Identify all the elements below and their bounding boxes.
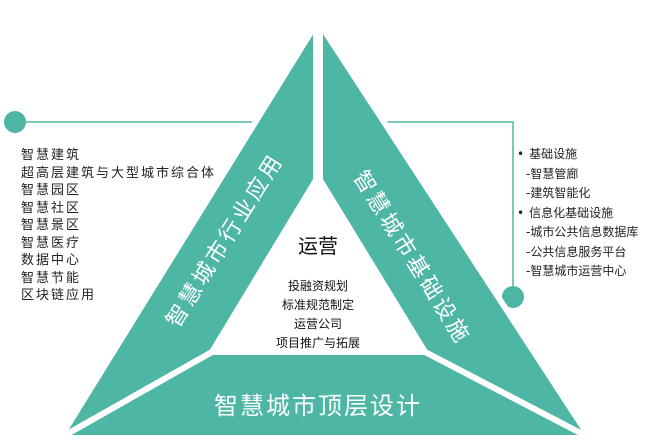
- list-item: 区块链应用: [21, 288, 97, 303]
- left-connector-dot: [4, 111, 26, 133]
- right-connector-line: [370, 121, 514, 297]
- list-item: -智慧管廊: [526, 166, 579, 181]
- list-item: 智慧园区: [21, 183, 82, 198]
- industry-application-list: 智慧建筑 超高层建筑与大型城市综合体 智慧园区 智慧社区 智慧景区 智慧医疗 数…: [21, 147, 216, 305]
- center-item: 项目推广与拓展: [275, 336, 360, 350]
- list-item: -公共信息服务平台: [526, 244, 627, 259]
- list-item: 超高层建筑与大型城市综合体: [21, 165, 217, 181]
- center-title: 运营: [298, 234, 338, 258]
- bottom-panel: [57, 349, 593, 441]
- list-item: 智慧建筑: [21, 148, 82, 163]
- center-item: 标准规范制定: [281, 298, 354, 312]
- right-connector-dot: [502, 286, 524, 308]
- list-item: 智慧社区: [21, 200, 82, 216]
- list-item: 智慧节能: [21, 270, 82, 286]
- infrastructure-list: 基础设施 -智慧管廊 -建筑智能化 信息化基础设施 -城市公共信息数据库 -公共…: [517, 145, 638, 282]
- list-item: 智慧景区: [21, 218, 82, 233]
- center-items: 投融资规划 标准规范制定 运营公司 项目推广与拓展: [248, 277, 388, 353]
- list-item: 基础设施: [517, 145, 638, 165]
- list-item: -城市公共信息数据库: [526, 225, 639, 239]
- list-item: 智慧医疗: [21, 235, 82, 251]
- bottom-panel-label: 智慧城市顶层设计: [214, 392, 422, 420]
- list-item: 信息化基础设施: [517, 204, 638, 224]
- center-item: 投融资规划: [287, 279, 348, 293]
- list-item: 数据中心: [21, 253, 82, 268]
- center-item: 运营公司: [293, 317, 342, 331]
- list-item: -智慧城市运营中心: [526, 264, 627, 278]
- list-item: -建筑智能化: [526, 186, 591, 200]
